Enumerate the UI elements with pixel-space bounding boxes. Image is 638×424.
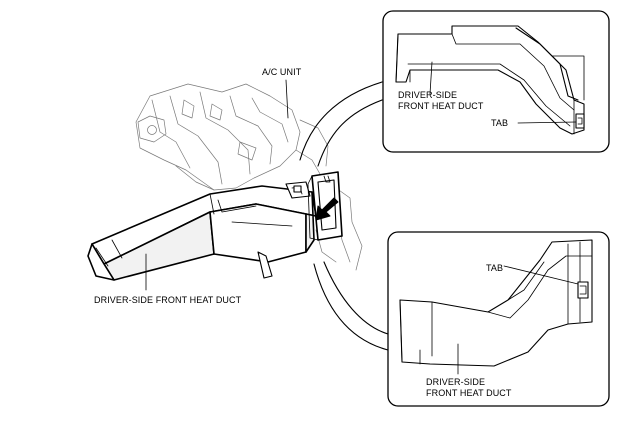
top-detail-callout: DRIVER-SIDE FRONT HEAT DUCT TAB bbox=[382, 10, 610, 153]
bottom-detail-callout: TAB DRIVER-SIDE FRONT HEAT DUCT bbox=[387, 231, 610, 407]
callout-curve-bottom bbox=[313, 263, 389, 351]
duct-main-label: DRIVER-SIDE FRONT HEAT DUCT bbox=[94, 295, 242, 305]
arrow-icon bbox=[315, 197, 339, 221]
bottom-tab-label: TAB bbox=[486, 263, 503, 273]
bottom-callout-label-line1: DRIVER-SIDE bbox=[426, 377, 485, 387]
ac-unit-drawing bbox=[135, 83, 363, 271]
callout-curve-bottom-2 bbox=[323, 261, 389, 335]
bottom-callout-label-line2: FRONT HEAT DUCT bbox=[426, 388, 512, 398]
top-callout-label-line2: FRONT HEAT DUCT bbox=[398, 101, 484, 111]
top-tab-label: TAB bbox=[491, 118, 508, 128]
top-callout-label-line1: DRIVER-SIDE bbox=[398, 90, 457, 100]
ac-unit-label: A/C UNIT bbox=[262, 67, 302, 77]
ac-unit-leader bbox=[285, 79, 289, 119]
callout-curve-top bbox=[299, 81, 383, 161]
callout-curve-top-2 bbox=[317, 99, 383, 167]
main-heat-duct bbox=[87, 181, 317, 281]
